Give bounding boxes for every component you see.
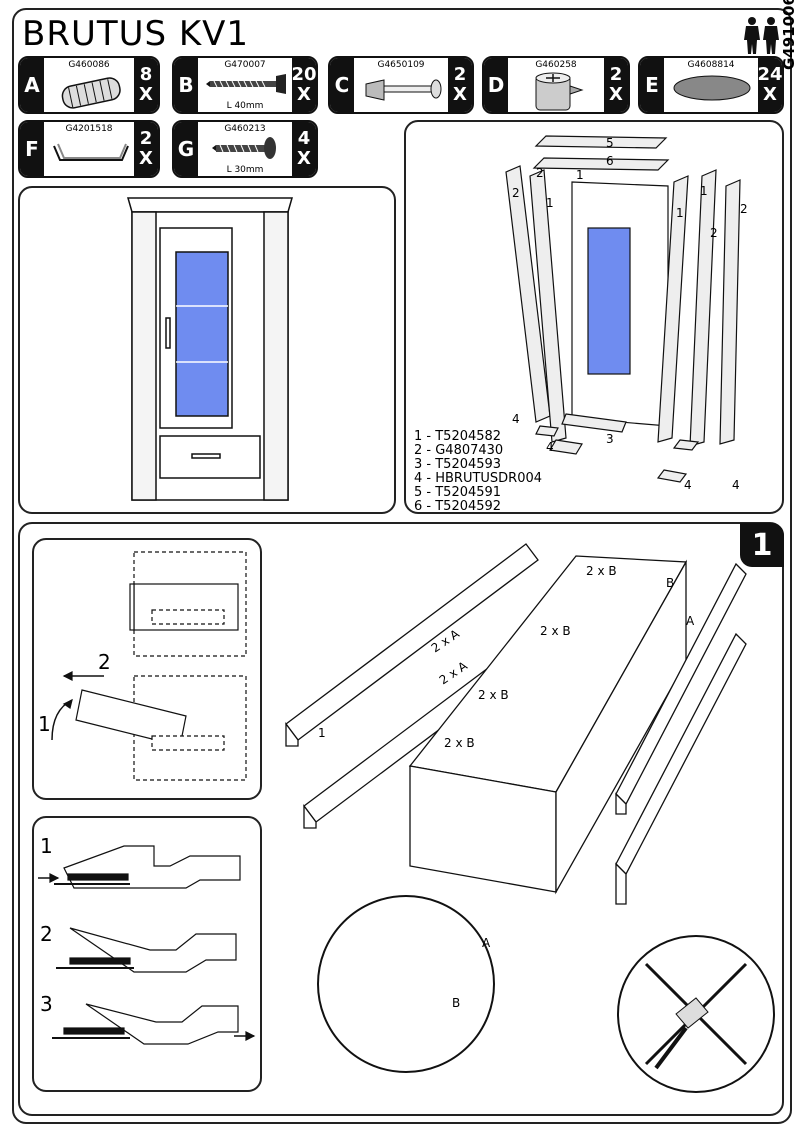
part-letter: A xyxy=(20,58,44,112)
click-joint-illustration xyxy=(38,845,256,1045)
screw-icon xyxy=(212,137,276,159)
callout-5: 5 xyxy=(606,136,614,150)
part-length: L 40mm xyxy=(226,101,264,111)
screw-icon xyxy=(206,74,286,94)
click-joint-inset: 1 2 3 xyxy=(32,816,262,1092)
cabinet-preview-panel xyxy=(18,186,396,514)
exploded-illustration xyxy=(505,135,741,483)
callout-3: 3 xyxy=(606,432,614,446)
part-letter: C xyxy=(330,58,354,112)
callout-2: 2 xyxy=(710,226,718,240)
legend-item: 4 - HBRUTUSDR004 xyxy=(414,471,543,486)
callout-1: 1 xyxy=(576,168,584,182)
callout-4: 4 xyxy=(546,440,554,454)
page-title: BRUTUS KV1 xyxy=(22,14,250,54)
step-label-2xb: 2 x B xyxy=(444,736,475,750)
step-label-2xb: 2 x B xyxy=(478,688,509,702)
part-code: G4608814 xyxy=(687,60,735,70)
two-people-icon xyxy=(744,17,779,54)
step-label-1: 1 xyxy=(318,726,326,740)
part-code: G4201518 xyxy=(65,124,113,134)
page-frame xyxy=(12,8,792,1124)
part-letter: B xyxy=(174,58,198,112)
part-code: G460086 xyxy=(68,60,110,70)
click-step-label: 3 xyxy=(40,992,53,1016)
callout-1: 1 xyxy=(676,206,684,220)
legend-item: 5 - T5204591 xyxy=(414,485,502,500)
callout-4: 4 xyxy=(684,478,692,492)
legend-item: 2 - G4807430 xyxy=(414,443,504,458)
dowel-icon xyxy=(61,77,121,109)
biscuit-icon xyxy=(673,75,751,101)
drawer-detail-illustration xyxy=(51,551,247,781)
callout-1: 1 xyxy=(546,196,554,210)
click-step-label: 1 xyxy=(40,834,53,858)
parts-legend: 1 - T5204582 2 - G4807430 3 - T5204593 4… xyxy=(414,429,543,514)
callout-2: 2 xyxy=(536,166,544,180)
handle-icon xyxy=(53,143,129,161)
callout-4: 4 xyxy=(732,478,740,492)
part-code: G4650109 xyxy=(377,60,425,70)
part-letter: E xyxy=(640,58,664,112)
cam-lock-icon xyxy=(535,72,584,111)
click-step-label: 2 xyxy=(40,922,53,946)
part-code: G460213 xyxy=(224,124,266,134)
step-label-a: A xyxy=(686,614,695,628)
step-1-illustration xyxy=(285,543,775,1093)
part-code: G470007 xyxy=(224,60,266,70)
step-number-badge: 1 xyxy=(740,523,784,567)
zoom-label-b: B xyxy=(452,996,461,1010)
cabinet-illustration xyxy=(127,197,293,501)
callout-2: 2 xyxy=(740,202,748,216)
step-label-2xb: 2 x B xyxy=(540,624,571,638)
drawer-detail-inset: 2 1 xyxy=(32,538,262,800)
cam-bolt-icon xyxy=(365,79,442,101)
callout-1: 1 xyxy=(700,184,708,198)
step-1-panel: 2 1 1 2 3 xyxy=(18,522,784,1116)
callout-2: 2 xyxy=(512,186,520,200)
document-code: G4910068 xyxy=(780,0,798,70)
zoom-label-a: A xyxy=(482,936,491,950)
step-label-b: B xyxy=(666,576,675,590)
part-code: G460258 xyxy=(535,60,577,70)
legend-item: 3 - T5204593 xyxy=(414,457,502,472)
legend-item: 1 - T5204582 xyxy=(414,429,502,444)
part-letter: F xyxy=(20,122,44,176)
part-length: L 30mm xyxy=(226,165,264,175)
exploded-view-panel: 1 - T5204582 2 - G4807430 3 - T5204593 4… xyxy=(404,120,784,514)
callout-4: 4 xyxy=(512,412,520,426)
part-letter: D xyxy=(484,58,508,112)
step-label-2xb: 2 x B xyxy=(586,564,617,578)
legend-item: 6 - T5204592 xyxy=(414,499,502,514)
callout-6: 6 xyxy=(606,154,614,168)
inset-arrow-label: 1 xyxy=(38,712,51,736)
part-letter: G xyxy=(174,122,198,176)
inset-arrow-label: 2 xyxy=(98,650,111,674)
